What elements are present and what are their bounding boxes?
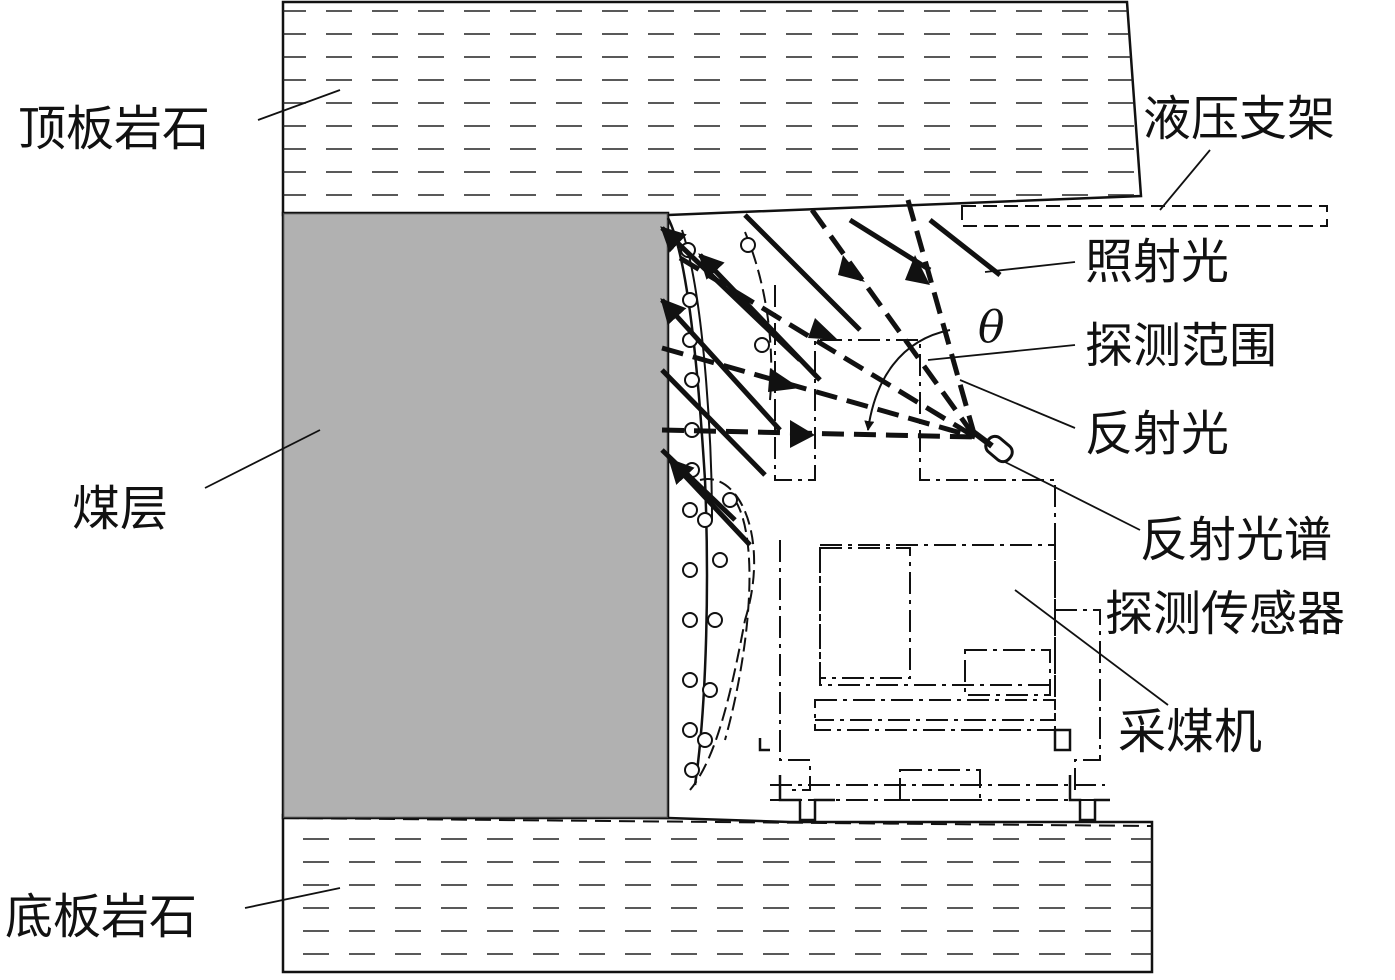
label-theta: θ <box>978 302 1005 353</box>
leader-lines <box>204 89 1211 909</box>
coal-seam <box>281 211 670 820</box>
label-roof-rock: 顶板岩石 <box>18 101 211 157</box>
shearer-wheels <box>758 728 1110 822</box>
label-detection-range: 探测范围 <box>1085 318 1278 374</box>
label-shearer: 采煤机 <box>1118 704 1263 760</box>
label-hydraulic-support: 液压支架 <box>1143 91 1336 147</box>
floor-rock <box>281 813 1154 974</box>
label-sensor-line1: 反射光谱 <box>1140 512 1333 568</box>
reflected-rays <box>661 199 978 440</box>
hydraulic-support <box>961 205 1328 227</box>
shearer-machine <box>770 285 1105 801</box>
label-reflected-light: 反射光 <box>1085 406 1230 462</box>
label-illumination-light: 照射光 <box>1085 234 1230 290</box>
illumination-rays <box>660 213 1002 547</box>
spectral-sensor <box>966 425 1014 464</box>
reflected-arrowheads <box>768 255 930 448</box>
label-floor-rock: 底板岩石 <box>5 889 198 945</box>
theta-arc <box>864 329 951 431</box>
label-sensor-line2: 探测传感器 <box>1105 586 1346 642</box>
roof-rock <box>281 0 1143 217</box>
label-coal-seam: 煤层 <box>72 481 169 537</box>
